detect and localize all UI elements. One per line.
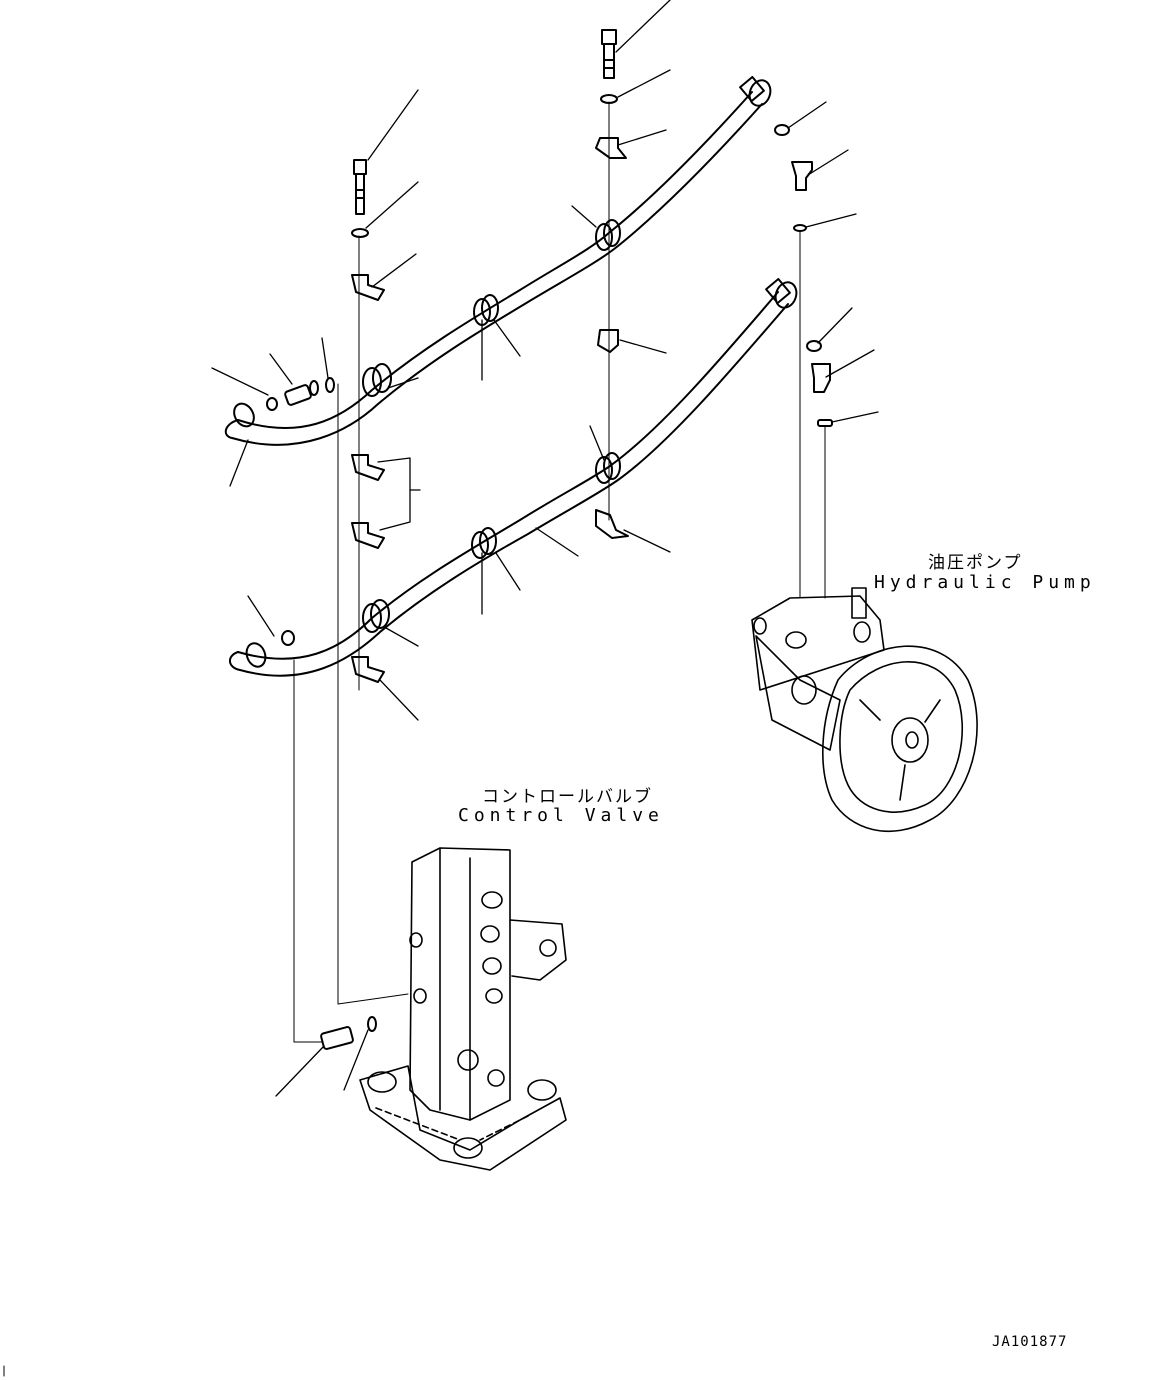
valve-fittings: [320, 1016, 377, 1050]
lower-hose-sleeves: [362, 452, 621, 633]
leader-lines: [211, 0, 879, 1097]
control-valve-illustration: [359, 847, 567, 1171]
drawing-code: JA101877: [992, 1334, 1068, 1350]
left-washer: [351, 228, 369, 238]
pump-fittings: [774, 124, 833, 427]
left-upper-fitting: [266, 377, 335, 411]
upper-hose-sleeves: [362, 219, 621, 397]
lower-hose: [229, 277, 798, 677]
left-lower-oring: [281, 630, 295, 646]
pump-label-en: Hydraulic Pump: [874, 572, 1096, 593]
valve-label-jp: コントロールバルブ: [482, 787, 653, 807]
valve-label-en: Control Valve: [458, 805, 664, 826]
pump-label-jp: 油圧ポンプ: [928, 553, 1023, 573]
right-clamps: [595, 137, 629, 539]
left-clamps: [351, 274, 385, 683]
left-bolt: [353, 159, 367, 215]
hydraulic-pump-illustration: [751, 587, 978, 833]
upper-hose: [224, 75, 772, 446]
right-bolt: [601, 29, 617, 79]
